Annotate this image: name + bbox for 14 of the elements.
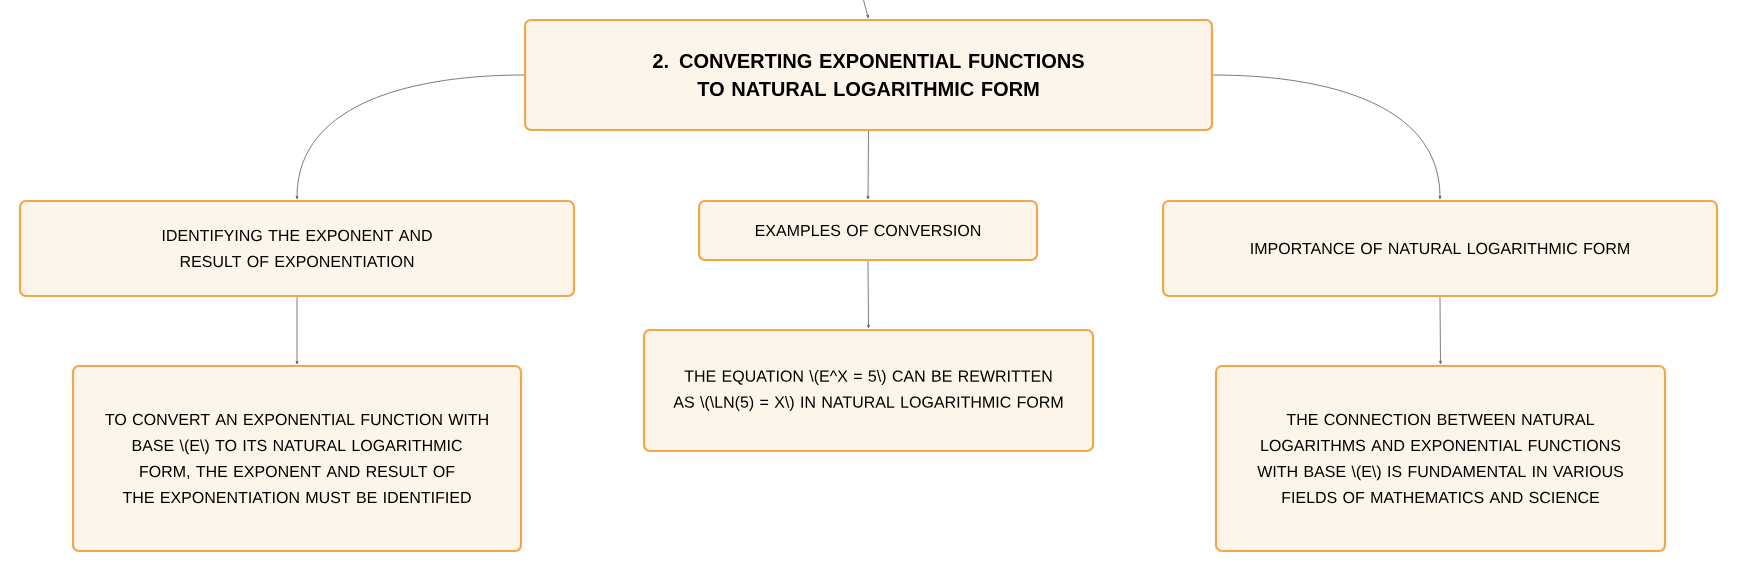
arrow — [295, 74, 525, 200]
arrow — [1439, 296, 1442, 365]
arrow — [866, 130, 870, 200]
topic-box: THE EQUATION \(E^X = 5\) CAN BE REWRITTEN AS \(\LN(5) = X\) IN NATURAL LOGARITHMIC FORM — [642, 328, 1095, 453]
topic-box: THE CONNECTION BETWEEN NATURAL LOGARITHMS AND EXPONENTIAL FUNCTIONS WITH BASE \(E\) IS FUNDAMENTAL IN VARIOUS FIELDS OF MATHEMATICS AND SCIENCE — [1214, 364, 1667, 553]
arrow — [867, 260, 870, 329]
topic-box: EXAMPLES OF CONVERSION — [697, 199, 1039, 262]
arrow — [1212, 74, 1442, 200]
topic-box: IMPORTANCE OF NATURAL LOGARITHMIC FORM — [1161, 199, 1719, 298]
topic-box: IDENTIFYING THE EXPONENT AND RESULT OF EXPONENTIATION — [18, 199, 576, 298]
title-box: 2. CONVERTING EXPONENTIAL FUNCTIONS TO NATURAL LOGARITHMIC FORM — [523, 18, 1214, 132]
arrow — [295, 296, 299, 365]
topic-box: TO CONVERT AN EXPONENTIAL FUNCTION WITH BASE \(E\) TO ITS NATURAL LOGARITHMIC FORM, THE EXPONENT AND RESULT OF THE EXPONENTIATION MUST BE IDENTIFIED — [71, 364, 523, 553]
arrow — [863, 0, 869, 19]
